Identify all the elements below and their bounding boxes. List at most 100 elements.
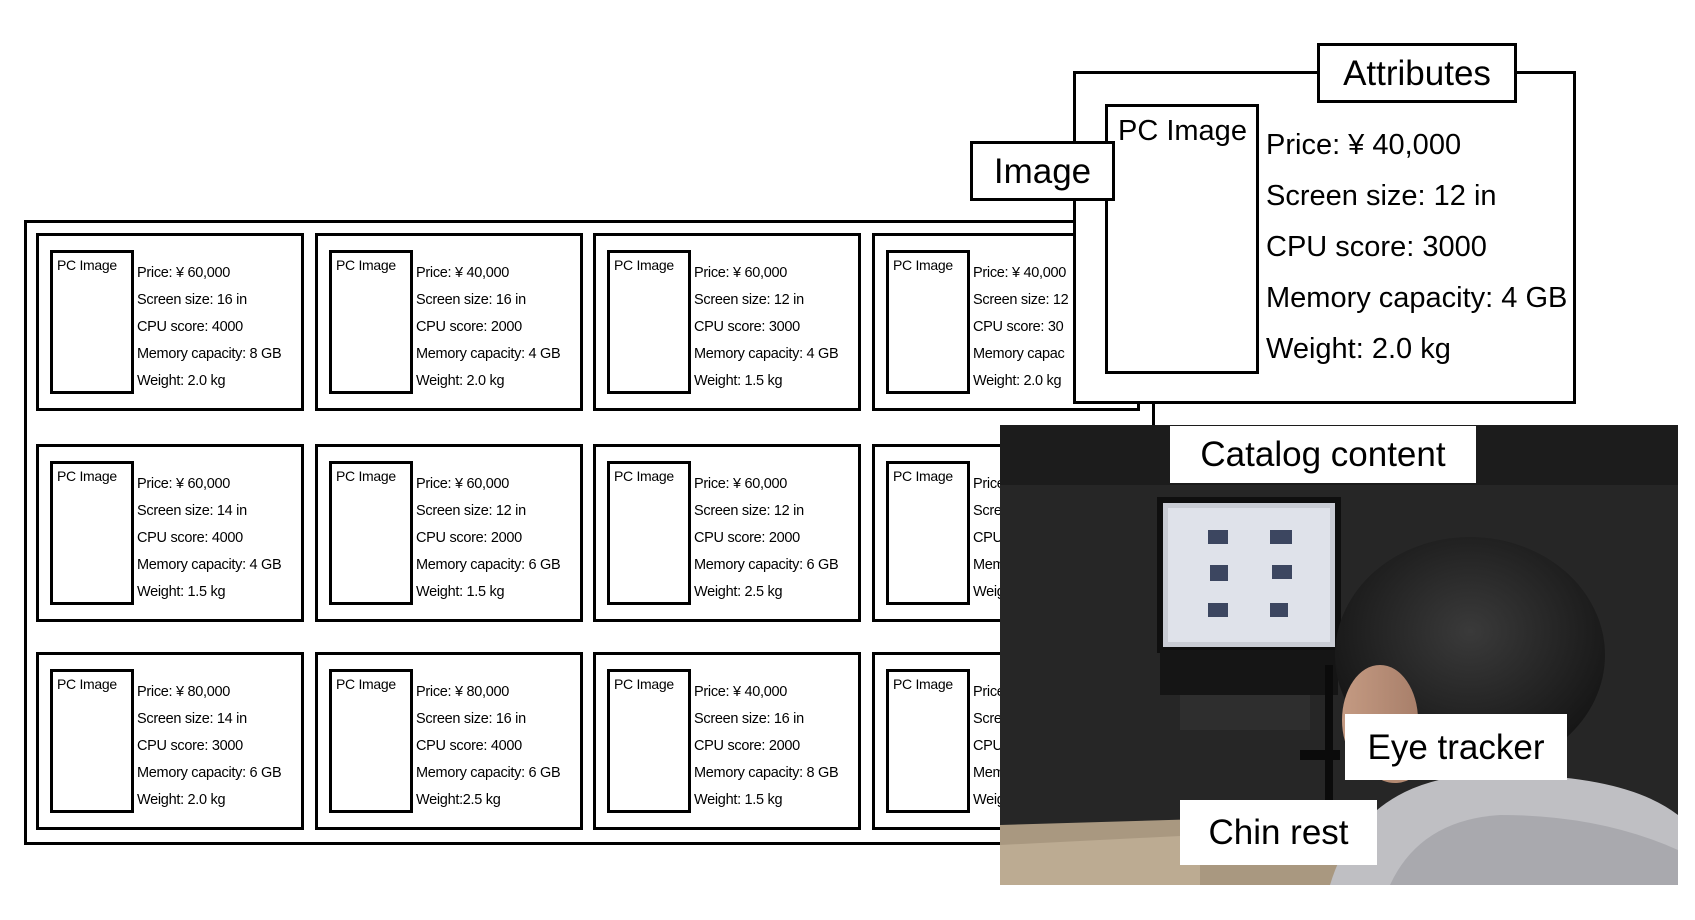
price-attribute: Price: ¥ 40,000 <box>416 265 510 281</box>
pc-image-placeholder: PC Image <box>1105 104 1259 374</box>
pc-image-label: PC Image <box>614 257 674 273</box>
cpu-score-attribute: CPU score: 4000 <box>137 319 243 335</box>
screen-size-attribute: Screen size: 12 in <box>416 503 526 519</box>
pc-image-placeholder: PC Image <box>886 250 970 394</box>
weight-attribute: Weight: 2.0 kg <box>137 792 226 808</box>
cpu-score-attribute: CPU score: 2000 <box>694 530 800 546</box>
weight-attribute: Weight: 1.5 kg <box>694 792 783 808</box>
catalog-content-callout-text: Catalog content <box>1200 435 1446 474</box>
pc-image-placeholder: PC Image <box>886 461 970 605</box>
experiment-photo <box>1000 425 1678 885</box>
weight-attribute: Weight:2.5 kg <box>416 792 501 808</box>
screen-size-attribute: Screen size: 12 <box>973 292 1069 308</box>
eye-tracker-callout: Eye tracker <box>1345 714 1567 780</box>
cpu-score-attribute: CPU score: 2000 <box>694 738 800 754</box>
memory-capacity-attribute: Memory capacity: 6 GB <box>416 557 561 573</box>
weight-attribute: Weight: 2.0 kg <box>416 373 505 389</box>
image-callout-text: Image <box>993 151 1092 191</box>
memory-capacity-attribute: Memory capacity: 8 GB <box>694 765 839 781</box>
cpu-score-attribute: CPU score: 3000 <box>1266 231 1487 263</box>
price-attribute: Price: ¥ 60,000 <box>694 265 788 281</box>
pc-image-placeholder: PC Image <box>50 669 134 813</box>
price-attribute: Price: ¥ 40,000 <box>1266 129 1462 161</box>
chin-rest-callout: Chin rest <box>1180 800 1377 865</box>
screen-size-attribute: Screen size: 16 in <box>416 711 526 727</box>
screen-size-attribute: Screen size: 16 in <box>137 292 247 308</box>
pc-image-label: PC Image <box>57 468 117 484</box>
weight-attribute: Weight: 2.0 kg <box>137 373 226 389</box>
pc-image-placeholder: PC Image <box>607 669 691 813</box>
pc-image-label: PC Image <box>893 468 953 484</box>
price-attribute: Price: ¥ 60,000 <box>694 476 788 492</box>
weight-attribute: Weight: 1.5 kg <box>137 584 226 600</box>
price-attribute: Price: ¥ 80,000 <box>137 684 231 700</box>
price-attribute: Price: ¥ 60,000 <box>137 476 231 492</box>
screen-size-attribute: Screen size: 12 in <box>1266 180 1497 212</box>
memory-capacity-attribute: Memory capacity: 4 GB <box>137 557 282 573</box>
memory-capacity-attribute: Memory capacity: 4 GB <box>1266 282 1568 314</box>
memory-capacity-attribute: Memory capac <box>973 346 1065 362</box>
price-attribute: Price: ¥ 80,000 <box>416 684 510 700</box>
pc-image-label: PC Image <box>57 257 117 273</box>
price-attribute: Price: ¥ 60,000 <box>137 265 231 281</box>
screen-size-attribute: Screen size: 16 in <box>694 711 804 727</box>
pc-image-placeholder: PC Image <box>50 461 134 605</box>
pc-image-label: PC Image <box>893 257 953 273</box>
memory-capacity-attribute: Memory capacity: 6 GB <box>416 765 561 781</box>
pc-image-placeholder: PC Image <box>329 669 413 813</box>
pc-image-label: PC Image <box>614 468 674 484</box>
attributes-panel: PC Image Price: ¥ 40,000 Screen size: 12… <box>1073 71 1576 404</box>
screen-size-attribute: Screen size: 16 in <box>416 292 526 308</box>
pc-image-placeholder: PC Image <box>329 461 413 605</box>
pc-image-label: PC Image <box>336 468 396 484</box>
pc-image-label: PC Image <box>1118 115 1247 147</box>
pc-image-label: PC Image <box>614 676 674 692</box>
attributes-callout: Attributes <box>1317 43 1517 103</box>
weight-attribute: Weight: 2.0 kg <box>973 373 1062 389</box>
pc-image-placeholder: PC Image <box>50 250 134 394</box>
cpu-score-attribute: CPU score: 3000 <box>137 738 243 754</box>
memory-capacity-attribute: Memory capacity: 4 GB <box>416 346 561 362</box>
memory-capacity-attribute: Memory capacity: 6 GB <box>137 765 282 781</box>
pc-image-label: PC Image <box>893 676 953 692</box>
catalog-content-callout: Catalog content <box>1170 426 1476 483</box>
pc-image-placeholder: PC Image <box>329 250 413 394</box>
attributes-callout-text: Attributes <box>1343 53 1491 93</box>
weight-attribute: Weight: 2.0 kg <box>1266 333 1451 365</box>
attributes-list: Price: ¥ 40,000 Screen size: 12 in CPU s… <box>1266 120 1567 375</box>
chin-rest-callout-text: Chin rest <box>1208 813 1349 852</box>
memory-capacity-attribute: Memory capacity: 6 GB <box>694 557 839 573</box>
weight-attribute: Weight: 2.5 kg <box>694 584 783 600</box>
cpu-score-attribute: CPU score: 4000 <box>416 738 522 754</box>
eye-tracker-callout-text: Eye tracker <box>1367 727 1545 767</box>
cpu-score-attribute: CPU score: 2000 <box>416 319 522 335</box>
pc-image-placeholder: PC Image <box>607 461 691 605</box>
cpu-score-attribute: CPU score: 2000 <box>416 530 522 546</box>
pc-image-label: PC Image <box>57 676 117 692</box>
price-attribute: Price: ¥ 40,000 <box>694 684 788 700</box>
memory-capacity-attribute: Memory capacity: 8 GB <box>137 346 282 362</box>
cpu-score-attribute: CPU score: 4000 <box>137 530 243 546</box>
screen-size-attribute: Screen size: 12 in <box>694 503 804 519</box>
weight-attribute: Weight: 1.5 kg <box>694 373 783 389</box>
price-attribute: Price: ¥ 40,000 <box>973 265 1067 281</box>
pc-image-placeholder: PC Image <box>607 250 691 394</box>
